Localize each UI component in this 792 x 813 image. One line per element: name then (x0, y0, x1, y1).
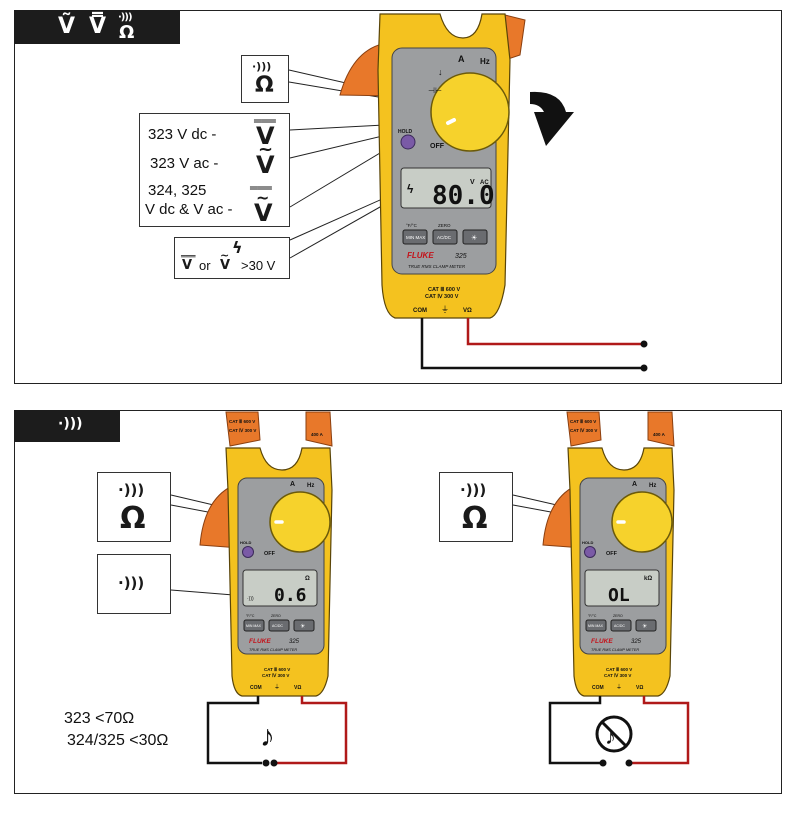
vdc-symbol-letter: V (256, 122, 275, 150)
hazard-vac-letter: V (220, 258, 231, 273)
top-panel-tab: Ṽ V̿ ·))) Ω (14, 10, 180, 44)
vdc-tab-symbol: V̿ (89, 14, 107, 39)
vdc-symbol: ═══ (254, 114, 276, 128)
continuity-limit-324-325: 324/325 <30Ω (67, 732, 169, 749)
hazard-threshold-text: >30 V (241, 258, 276, 273)
modes-callout: 323 V dc - ═══ V 323 V ac - ~ V 324, 325… (139, 113, 290, 227)
bottom-panel-tab: ·))) (14, 410, 120, 442)
ohm-symbol: Ω (120, 501, 146, 536)
continuity-icon: ·))) (58, 416, 83, 432)
continuity-icon: ·))) (118, 574, 145, 592)
vac-tab-symbol: Ṽ (58, 14, 76, 39)
continuity-limit-323: 323 <70Ω (64, 710, 135, 727)
vboth-symbol-letter: V (254, 199, 273, 227)
mode-323-dc-text: 323 V dc - (148, 126, 217, 143)
left-continuity-callout: ·))) Ω (97, 472, 171, 542)
continuity-callout: ·))) Ω (241, 55, 289, 103)
hazard-vdc-letter: V (182, 258, 193, 273)
continuity-icon: ·))) (118, 481, 145, 499)
vboth-tilde: ~ (256, 188, 270, 207)
mode-323-ac-text: 323 V ac - (150, 155, 219, 172)
ohm-tab-symbol: Ω (119, 22, 135, 43)
continuity-icon: ·))) (118, 12, 132, 23)
hazard-vac-tilde: ~ (220, 249, 230, 262)
lightning-icon: ϟ (232, 238, 243, 257)
vac-symbol-letter: V (256, 151, 275, 179)
top-panel: Ṽ V̿ ·))) Ω (14, 10, 782, 384)
right-continuity-callout: ·))) Ω (439, 472, 513, 542)
continuity-icon: ·))) (460, 481, 487, 499)
mode-324-325-text: 324, 325 (148, 182, 207, 199)
continuity-icon: ·))) (252, 60, 272, 73)
left-beeper-callout: ·))) (97, 554, 171, 614)
hazard-callout: ═══ V or ~ V ϟ >30 V (174, 237, 290, 279)
ohm-symbol: Ω (462, 501, 488, 536)
hazard-vdc-bar: ═══ (181, 252, 196, 261)
vboth-line: ═══ (250, 181, 272, 195)
hazard-or-text: or (199, 258, 211, 273)
vac-tilde: ~ (258, 139, 274, 160)
mode-vdc-vac-text: V dc & V ac - (145, 201, 233, 218)
ohm-symbol: Ω (255, 73, 274, 98)
